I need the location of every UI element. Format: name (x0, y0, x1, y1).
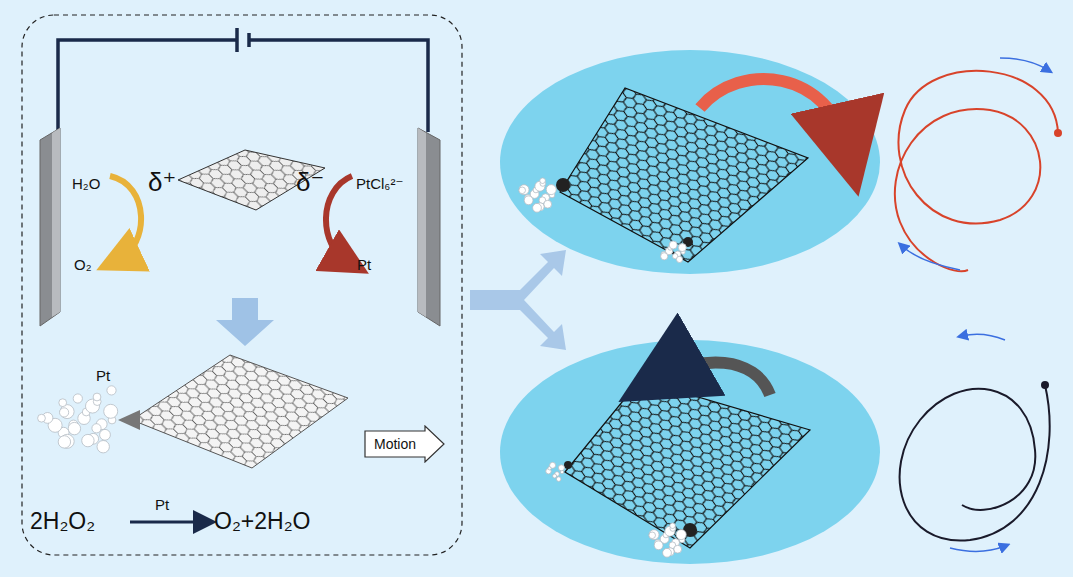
bubble (82, 434, 94, 446)
motion-arrow: Motion (364, 425, 445, 463)
bubble (60, 408, 69, 417)
bubble (558, 465, 564, 471)
bubble (678, 244, 686, 252)
bubble (519, 187, 526, 194)
bubble (553, 474, 557, 478)
catalyst-label: Pt (96, 368, 110, 385)
product-label: Pt (357, 257, 371, 274)
bubble (38, 414, 46, 422)
bubble (58, 436, 70, 448)
bubble (533, 203, 542, 212)
bubble (670, 523, 676, 529)
bubble (663, 548, 672, 557)
bubble (550, 462, 556, 468)
bubble (107, 386, 116, 395)
bubble (100, 429, 111, 440)
bubble (73, 394, 82, 403)
bubble (519, 185, 529, 195)
bubble (556, 477, 561, 482)
bubble (674, 545, 682, 553)
catalyst-label: Pt (155, 497, 169, 514)
bubble (669, 241, 677, 249)
bubble (676, 256, 682, 262)
bubble (540, 178, 546, 184)
bubble (544, 200, 552, 208)
bubble (649, 530, 659, 540)
reactant-label: H₂O (72, 176, 100, 193)
bubble (524, 196, 533, 205)
product-label: O₂ (74, 257, 92, 274)
equation-term: O₂+2H₂O (214, 509, 310, 534)
bubble (68, 422, 80, 434)
bubble (93, 393, 101, 401)
bubble (654, 541, 663, 550)
bubble (676, 530, 686, 540)
bubble (59, 399, 67, 407)
arrow-text: Motion (374, 436, 445, 452)
equation-term: 2H₂O₂ (30, 509, 95, 534)
bubble (661, 253, 668, 260)
bubble (92, 424, 101, 433)
bubble (546, 185, 556, 195)
charge-label: δ⁻ (296, 168, 324, 197)
bubble (104, 404, 118, 418)
bubble (97, 441, 109, 453)
charge-label: δ⁺ (148, 168, 176, 197)
reactant-label: PtCl₆²⁻ (356, 176, 403, 193)
bubble (649, 532, 656, 539)
